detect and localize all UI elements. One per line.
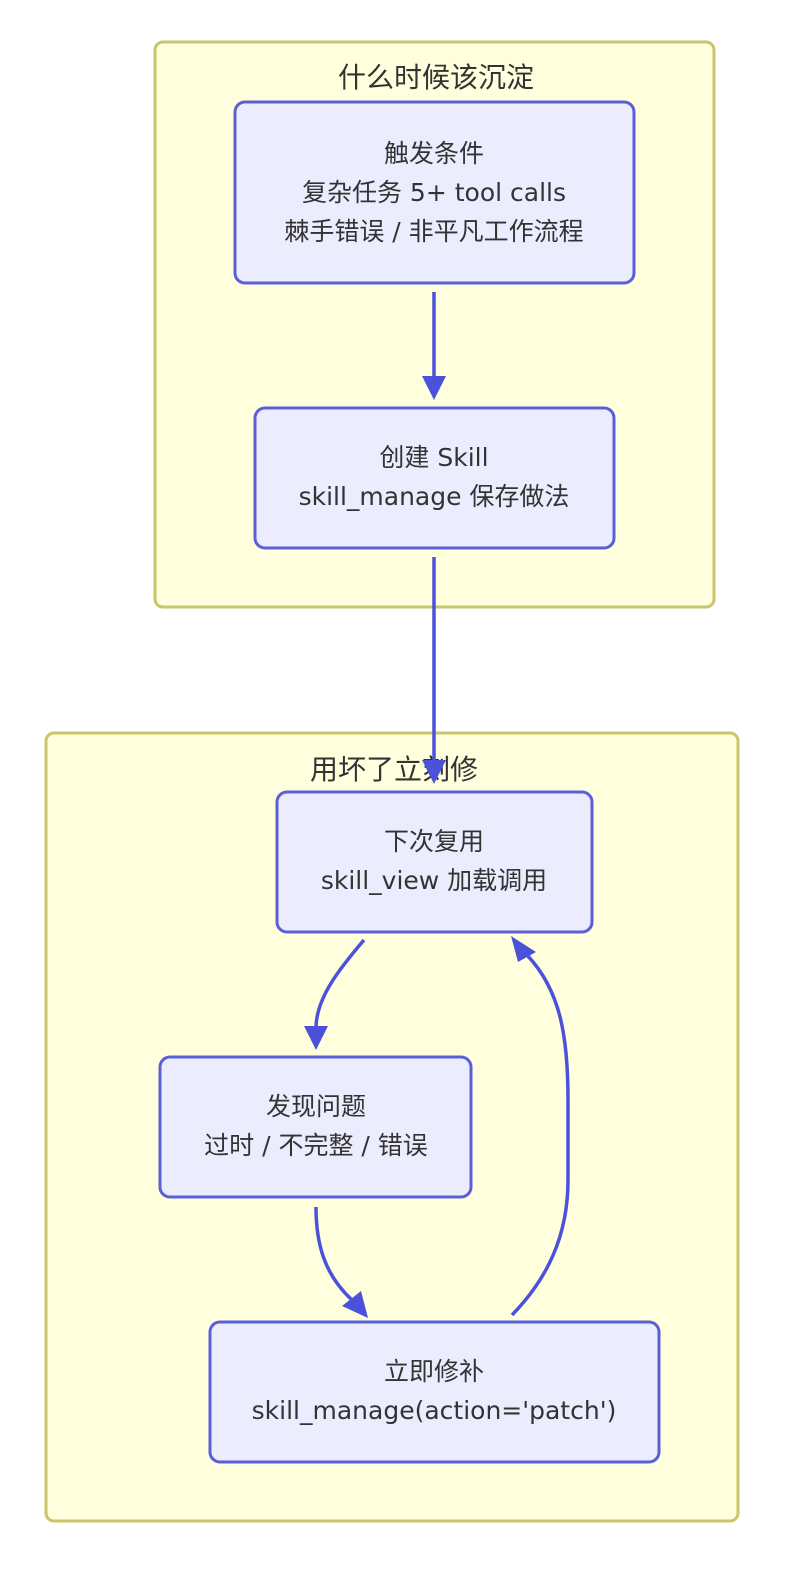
node-line: skill_manage 保存做法: [299, 482, 570, 511]
edges: [304, 292, 570, 1318]
arrow-head: [422, 760, 446, 784]
edge-problem-to-patch: [314, 1206, 354, 1302]
node-line: 立即修补: [384, 1357, 484, 1386]
node-box: [208, 1320, 661, 1464]
node-line: 棘手错误 / 非平凡工作流程: [284, 217, 583, 246]
arrow-head: [422, 376, 446, 400]
cluster-title: 用坏了立刻修: [310, 753, 478, 786]
node-find-problem: 发现问题 过时 / 不完整 / 错误: [158, 1055, 473, 1199]
arrow-head: [511, 936, 536, 962]
node-create-skill: 创建 Skill skill_manage 保存做法: [253, 406, 616, 550]
node-line: 下次复用: [384, 827, 484, 856]
arrow-head: [304, 1026, 328, 1050]
node-box: [158, 1055, 473, 1199]
arrow-head: [342, 1291, 368, 1318]
node-trigger-conditions: 触发条件 复杂任务 5+ tool calls 棘手错误 / 非平凡工作流程: [233, 100, 636, 285]
node-reuse-next-time: 下次复用 skill_view 加载调用: [275, 790, 594, 934]
cluster-title: 什么时候该沉淀: [338, 61, 534, 94]
node-line: skill_manage(action='patch'): [252, 1396, 617, 1425]
node-line: 发现问题: [266, 1092, 366, 1121]
node-box: [275, 790, 594, 934]
node-box: [233, 100, 636, 285]
node-box: [253, 406, 616, 550]
node-line: skill_view 加载调用: [321, 866, 547, 895]
node-line: 复杂任务 5+ tool calls: [302, 178, 566, 207]
edge-patch-to-reuse: [510, 953, 570, 1317]
edge-reuse-to-problem: [314, 938, 366, 1029]
node-line: 创建 Skill: [379, 443, 488, 472]
node-line: 触发条件: [384, 139, 484, 168]
node-line: 过时 / 不完整 / 错误: [204, 1131, 428, 1160]
node-patch-immediately: 立即修补 skill_manage(action='patch'): [208, 1320, 661, 1464]
